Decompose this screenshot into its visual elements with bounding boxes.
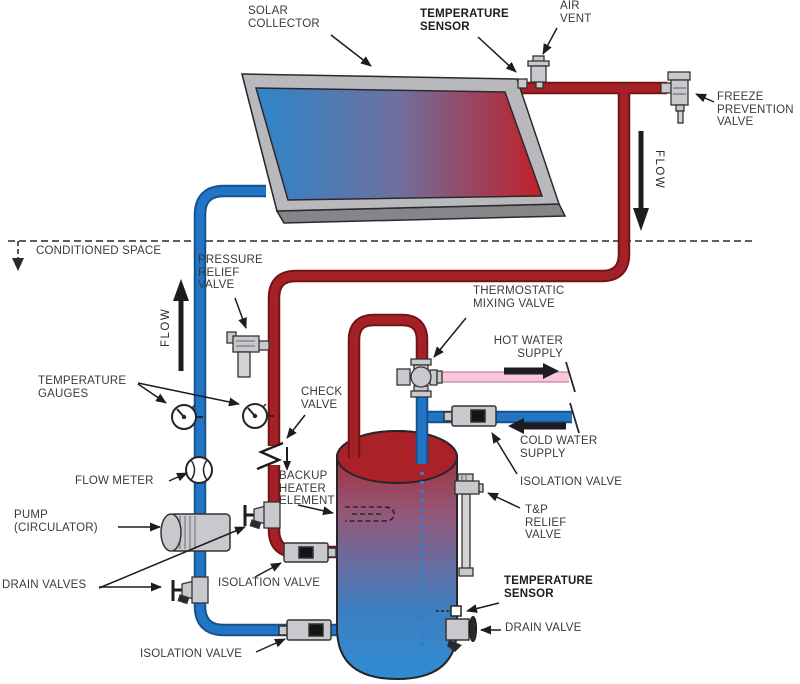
fittings — [160, 55, 691, 652]
thermostatic-mixing-valve-device — [396, 358, 443, 398]
temperature-sensor-collector — [517, 78, 528, 89]
collector-supply-downcomer — [269, 85, 629, 557]
label-check-valve: CHECK VALVE — [301, 386, 343, 411]
tank-hot-outlet-pipe — [349, 315, 427, 458]
tank-loop-pipes — [347, 313, 429, 464]
label-backup-heater-element: BACKUP HEATER ELEMENT — [279, 470, 335, 507]
check-valve-device — [256, 441, 291, 471]
freeze-prevention-valve-device — [660, 71, 691, 124]
temperature-sensor-tank-device — [436, 605, 462, 617]
label-thermostatic-mixing-valve: THERMOSTATIC MIXING VALVE — [473, 285, 565, 310]
label-temperature-sensor-top: TEMPERATURE SENSOR — [420, 8, 509, 33]
pipe-break-marks — [565, 361, 580, 434]
leader-arrows — [98, 27, 715, 653]
label-isolation-valve-cold: ISOLATION VALVE — [520, 476, 623, 488]
label-drain-valve-tank: DRAIN VALVE — [505, 622, 582, 634]
backup-heater-element — [345, 506, 395, 522]
label-flow-down: FLOW — [653, 150, 665, 190]
label-solar-collector: SOLAR COLLECTOR — [248, 5, 320, 30]
label-pump-circulator: PUMP (CIRCULATOR) — [14, 509, 98, 534]
label-freeze-prevention-valve: FREEZE PREVENTION VALVE — [717, 91, 794, 128]
drain-valve-cold-line — [171, 576, 209, 605]
label-temperature-sensor-tank: TEMPERATURE SENSOR — [504, 575, 593, 600]
label-conditioned-space: CONDITIONED SPACE — [36, 245, 162, 257]
solar-collector — [241, 73, 567, 224]
collector-return-pipe — [195, 186, 338, 635]
label-tp-relief-valve: T&P RELIEF VALVE — [525, 504, 567, 541]
label-flow-meter: FLOW METER — [75, 475, 154, 487]
air-vent-device — [527, 55, 550, 89]
tp-relief-valve-device — [454, 473, 484, 577]
isolation-valve-bottom-device — [278, 619, 332, 641]
label-air-vent: AIR VENT — [560, 0, 592, 25]
label-drain-valves: DRAIN VALVES — [2, 579, 87, 591]
temperature-gauge-cold — [171, 404, 203, 430]
temperature-gauge-hot — [242, 403, 274, 429]
pump-device — [160, 513, 231, 552]
label-isolation-valve-hot: ISOLATION VALVE — [218, 577, 321, 589]
drain-valve-hot-line — [243, 501, 281, 530]
label-hot-water-supply: HOT WATER SUPPLY — [493, 335, 563, 360]
isolation-valve-hot-device — [283, 542, 337, 563]
flow-meter-device — [185, 456, 213, 484]
flow-arrows — [173, 131, 649, 434]
storage-tank — [336, 430, 458, 681]
drain-valve-tank-device — [445, 616, 477, 652]
label-pressure-relief-valve: PRESSURE RELIEF VALVE — [198, 254, 263, 291]
label-flow-up: FLOW — [160, 307, 172, 347]
label-isolation-valve-bottom: ISOLATION VALVE — [140, 648, 243, 660]
pressure-relief-valve-device — [226, 331, 270, 378]
label-cold-water-supply: COLD WATER SUPPLY — [520, 435, 598, 460]
isolation-valve-cold-device — [443, 405, 497, 427]
label-temperature-gauges: TEMPERATURE GAUGES — [38, 375, 127, 400]
